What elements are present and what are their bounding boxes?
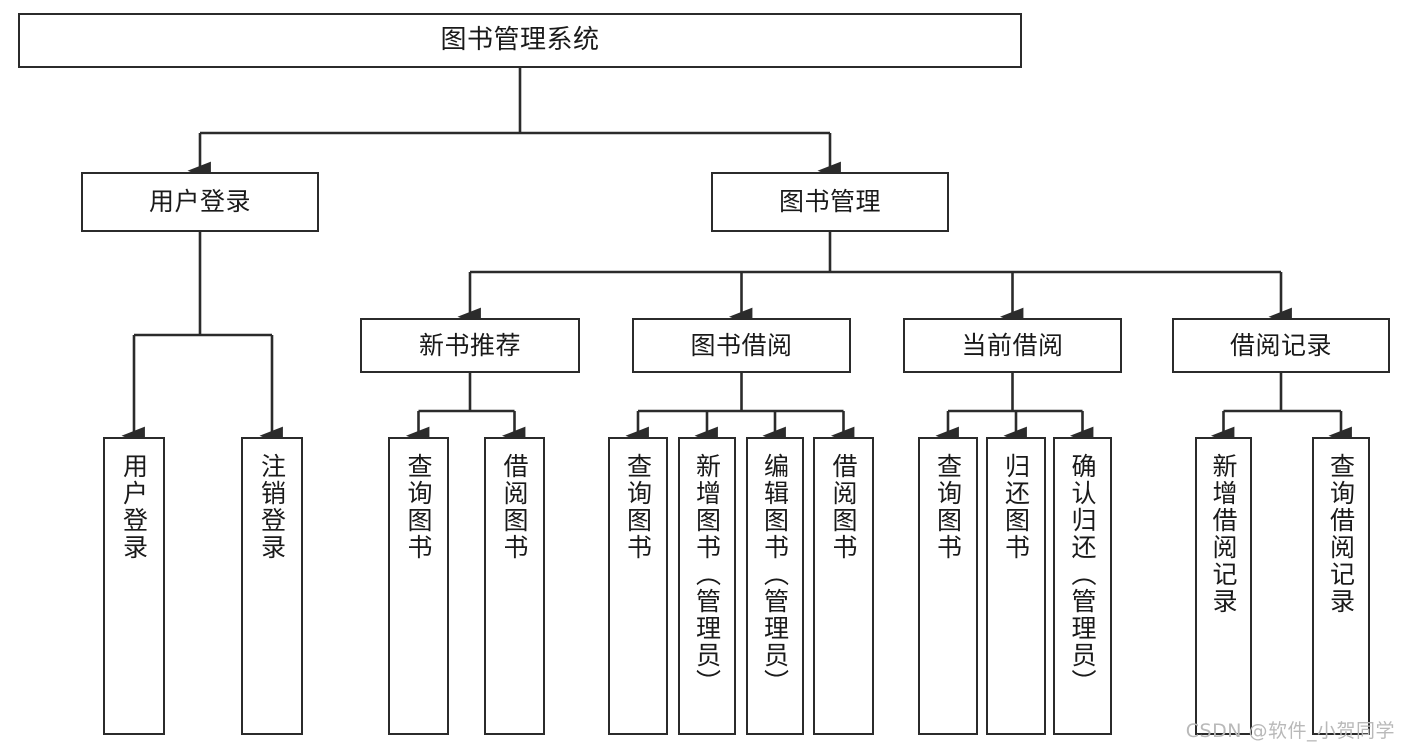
node-label-book-borrow: 图书借阅 [690,330,793,360]
node-book-manage[interactable]: 图书管理 [711,172,949,232]
node-leaf-confirm-return[interactable]: 确认归还（管理员） [1053,437,1112,735]
node-leaf-query-book-cur[interactable]: 查询图书 [918,437,978,735]
node-new-book-rec[interactable]: 新书推荐 [360,318,580,373]
node-current-borrow[interactable]: 当前借阅 [903,318,1122,373]
node-leaf-user-login[interactable]: 用户登录 [103,437,165,735]
node-label-leaf-query-book-cur: 查询图书 [933,453,963,561]
node-label-user-login: 用户登录 [148,187,251,217]
node-label-leaf-query-book-borrow: 查询图书 [623,453,653,561]
node-label-leaf-query-record: 查询借阅记录 [1326,453,1356,615]
node-leaf-borrow-book-rec[interactable]: 借阅图书 [484,437,545,735]
node-label-leaf-borrow-book: 借阅图书 [829,453,858,561]
node-label-leaf-add-record: 新增借阅记录 [1209,453,1238,615]
node-label-leaf-logout: 注销登录 [257,453,287,561]
node-label-leaf-add-book: 新增图书（管理员） [692,453,722,696]
node-user-login[interactable]: 用户登录 [81,172,319,232]
node-label-leaf-edit-book: 编辑图书（管理员） [760,453,790,696]
node-book-borrow[interactable]: 图书借阅 [632,318,851,373]
watermark-text: CSDN @软件_小贺同学 [1185,720,1395,742]
node-borrow-record[interactable]: 借阅记录 [1172,318,1390,373]
node-leaf-query-book-rec[interactable]: 查询图书 [388,437,449,735]
node-label-book-manage: 图书管理 [778,187,881,217]
node-root[interactable]: 图书管理系统 [18,13,1022,68]
node-leaf-query-record[interactable]: 查询借阅记录 [1312,437,1370,735]
node-leaf-return-book[interactable]: 归还图书 [986,437,1046,735]
node-label-root: 图书管理系统 [440,25,600,56]
node-label-borrow-record: 借阅记录 [1229,330,1332,360]
node-leaf-query-book-borrow[interactable]: 查询图书 [608,437,668,735]
node-label-leaf-borrow-book-rec: 借阅图书 [500,453,529,561]
node-label-leaf-user-login: 用户登录 [119,453,149,561]
node-leaf-borrow-book[interactable]: 借阅图书 [813,437,874,735]
node-leaf-add-record[interactable]: 新增借阅记录 [1195,437,1252,735]
node-leaf-logout[interactable]: 注销登录 [241,437,303,735]
node-label-leaf-return-book: 归还图书 [1001,453,1031,561]
node-leaf-add-book[interactable]: 新增图书（管理员） [678,437,736,735]
node-label-leaf-confirm-return: 确认归还（管理员） [1068,453,1097,696]
node-label-current-borrow: 当前借阅 [961,330,1064,360]
node-label-leaf-query-book-rec: 查询图书 [404,453,433,561]
node-leaf-edit-book[interactable]: 编辑图书（管理员） [746,437,804,735]
node-label-new-book-rec: 新书推荐 [418,330,521,360]
